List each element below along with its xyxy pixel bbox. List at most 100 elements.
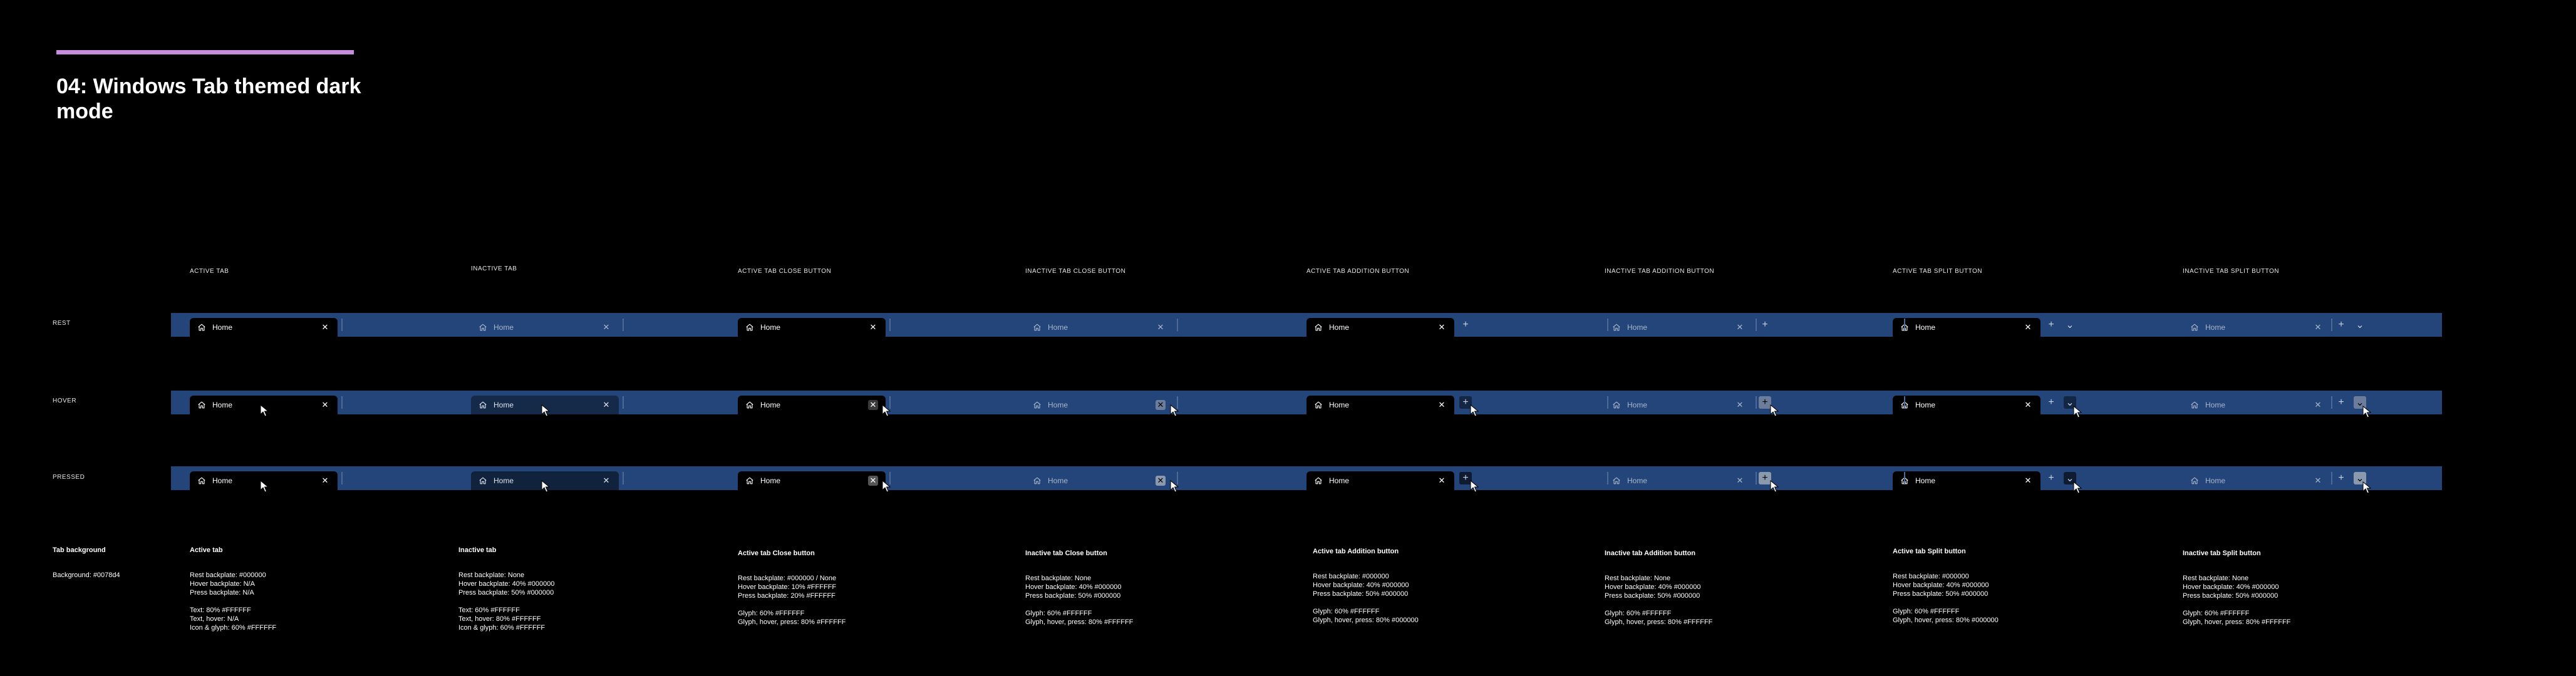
add-icon[interactable]: + bbox=[2048, 319, 2054, 330]
chevron-down-icon[interactable]: ⌄ bbox=[2354, 396, 2366, 409]
chevron-down-icon[interactable]: ⌄ bbox=[2354, 472, 2366, 484]
chevron-down-icon[interactable]: ⌄ bbox=[2064, 396, 2076, 409]
spec-line: Rest backplate: #000000 / None bbox=[738, 575, 837, 582]
close-icon[interactable]: ✕ bbox=[2314, 400, 2322, 409]
close-icon[interactable]: ✕ bbox=[1156, 400, 1166, 410]
spec-line: Icon & glyph: 60% #FFFFFF bbox=[458, 624, 546, 632]
add-icon[interactable]: + bbox=[1759, 472, 1771, 484]
tab[interactable]: Home✕ bbox=[1893, 396, 2041, 414]
tab[interactable]: Home ✕ bbox=[1893, 318, 2041, 337]
tab[interactable]: Home✕ bbox=[1306, 471, 1454, 490]
close-icon[interactable]: ✕ bbox=[1438, 322, 1446, 332]
tab[interactable]: Home✕ bbox=[738, 471, 886, 490]
home-icon bbox=[1033, 401, 1041, 409]
spec-line: Hover backplate: 10% #FFFFFF bbox=[738, 583, 837, 591]
tab-label: Home bbox=[1915, 323, 1936, 332]
tab[interactable]: Home✕ bbox=[1605, 318, 1752, 337]
tab[interactable]: Home✕ bbox=[2183, 471, 2330, 490]
cursor-icon bbox=[1770, 479, 1779, 493]
tab-separator bbox=[623, 319, 624, 331]
close-icon[interactable]: ✕ bbox=[868, 400, 878, 410]
add-icon[interactable]: + bbox=[1459, 396, 1472, 409]
tab-separator bbox=[1756, 396, 1757, 409]
tab[interactable]: Home✕ bbox=[1605, 471, 1752, 490]
add-icon[interactable]: + bbox=[2048, 397, 2054, 407]
home-icon bbox=[1613, 401, 1620, 409]
tab[interactable]: Home✕ bbox=[1025, 471, 1173, 490]
chevron-down-icon[interactable]: ⌄ bbox=[2356, 320, 2364, 330]
home-icon bbox=[2191, 324, 2198, 331]
spec-line: Rest backplate: None bbox=[1025, 575, 1092, 582]
tab[interactable]: Home✕ bbox=[738, 318, 886, 337]
spec-line: Press backplate: N/A bbox=[190, 589, 254, 597]
spec-line: Press backplate: 50% #000000 bbox=[458, 589, 554, 597]
close-icon[interactable]: ✕ bbox=[869, 322, 877, 332]
home-icon bbox=[746, 401, 753, 409]
spec-line: Hover backplate: 40% #000000 bbox=[1025, 583, 1122, 591]
close-icon[interactable]: ✕ bbox=[603, 476, 610, 485]
tab[interactable]: Home✕ bbox=[2183, 318, 2330, 337]
close-icon[interactable]: ✕ bbox=[2314, 476, 2322, 485]
close-icon[interactable]: ✕ bbox=[2024, 476, 2032, 485]
close-icon[interactable]: ✕ bbox=[603, 322, 610, 332]
add-icon[interactable]: + bbox=[1462, 319, 1469, 330]
tab[interactable]: Home✕ bbox=[1025, 396, 1173, 414]
close-icon[interactable]: ✕ bbox=[1438, 400, 1446, 409]
close-icon[interactable]: ✕ bbox=[321, 476, 329, 485]
add-icon[interactable]: + bbox=[2338, 319, 2344, 330]
tab[interactable]: Home✕ bbox=[1306, 318, 1454, 337]
close-icon[interactable]: ✕ bbox=[2024, 400, 2032, 409]
tab-separator bbox=[1177, 472, 1178, 484]
close-icon[interactable]: ✕ bbox=[1438, 476, 1446, 485]
close-icon[interactable]: ✕ bbox=[1736, 400, 1744, 409]
close-icon[interactable]: ✕ bbox=[321, 400, 329, 409]
tab-separator bbox=[1607, 396, 1608, 409]
tab-separator bbox=[2331, 472, 2332, 484]
add-icon[interactable]: + bbox=[1459, 472, 1472, 484]
tab-separator bbox=[1177, 396, 1178, 409]
cursor-icon bbox=[1770, 404, 1779, 417]
tab[interactable]: Home✕ bbox=[190, 318, 338, 337]
home-icon bbox=[1315, 477, 1322, 484]
tab[interactable]: Home✕ bbox=[1605, 396, 1752, 414]
tab-label: Home bbox=[212, 401, 233, 409]
add-icon[interactable]: + bbox=[1762, 319, 1768, 330]
close-icon[interactable]: ✕ bbox=[2314, 322, 2322, 332]
home-icon bbox=[479, 324, 487, 331]
close-icon[interactable]: ✕ bbox=[2024, 322, 2032, 332]
tab[interactable]: Home✕ bbox=[471, 318, 619, 337]
spec-line: Glyph: 60% #FFFFFF bbox=[1605, 610, 1672, 617]
spec-line: Text, hover: N/A bbox=[190, 615, 239, 623]
tab[interactable]: Home✕ bbox=[1893, 471, 2041, 490]
tab[interactable]: Home✕ bbox=[1306, 396, 1454, 414]
tab-label: Home bbox=[494, 476, 514, 485]
accent-line bbox=[56, 50, 354, 54]
close-icon[interactable]: ✕ bbox=[603, 400, 610, 409]
spec-line: Glyph: 60% #FFFFFF bbox=[1893, 608, 1960, 615]
add-icon[interactable]: + bbox=[2338, 473, 2344, 483]
spec-gap bbox=[1025, 600, 1133, 609]
close-icon[interactable]: ✕ bbox=[1736, 476, 1744, 485]
add-icon[interactable]: + bbox=[2048, 473, 2054, 483]
spec-title: Active tab bbox=[190, 546, 223, 554]
close-icon[interactable]: ✕ bbox=[1157, 322, 1164, 332]
close-icon[interactable]: ✕ bbox=[868, 476, 878, 486]
add-icon[interactable]: + bbox=[2338, 397, 2344, 407]
chevron-down-icon[interactable]: ⌄ bbox=[2066, 320, 2074, 330]
close-icon[interactable]: ✕ bbox=[1736, 322, 1744, 332]
tab[interactable]: Home✕ bbox=[2183, 396, 2330, 414]
spec-title: Active tab Close button bbox=[738, 550, 815, 557]
spec-line: Hover backplate: N/A bbox=[190, 580, 255, 588]
home-icon bbox=[198, 401, 205, 409]
add-icon[interactable]: + bbox=[1759, 396, 1771, 409]
column-header: ACTIVE TAB CLOSE BUTTON bbox=[738, 268, 832, 275]
close-icon[interactable]: ✕ bbox=[1156, 476, 1166, 486]
spec-line: Background: #0078d4 bbox=[53, 571, 120, 579]
spec-line: Rest backplate: None bbox=[458, 571, 525, 579]
close-icon[interactable]: ✕ bbox=[321, 322, 329, 332]
chevron-down-icon[interactable]: ⌄ bbox=[2064, 472, 2076, 484]
tab[interactable]: Home✕ bbox=[738, 396, 886, 414]
column-header: ACTIVE TAB ADDITION BUTTON bbox=[1306, 268, 1410, 275]
tab[interactable]: Home✕ bbox=[1025, 318, 1173, 337]
